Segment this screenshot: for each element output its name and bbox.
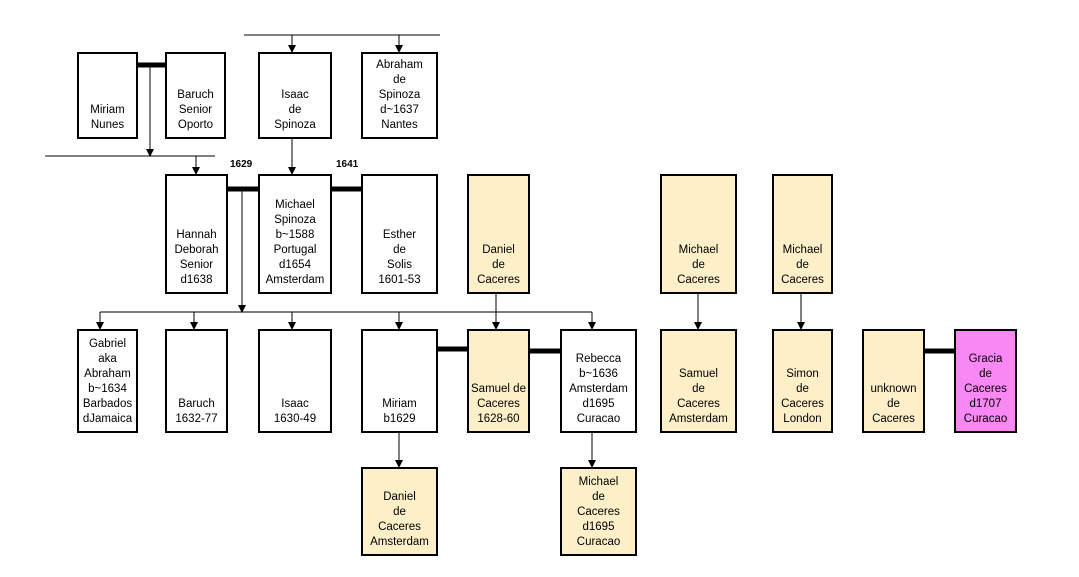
person-box-gracia-de-caceres[interactable]: Gracia de Caceres d1707 Curacao — [954, 329, 1017, 433]
person-box-rebecca[interactable]: Rebecca b~1636 Amsterdam d1695 Curacao — [560, 329, 637, 433]
person-box-isaac[interactable]: Isaac 1630-49 — [258, 329, 332, 433]
person-box-gabriel[interactable]: Gabriel aka Abraham b~1634 Barbados dJam… — [77, 329, 138, 433]
person-box-unknown-de-caceres[interactable]: unknown de Caceres — [862, 329, 925, 433]
marriage-year-hannah: 1629 — [230, 159, 253, 170]
person-box-michael-de-caceres-curacao[interactable]: Michael de Caceres d1695 Curacao — [560, 467, 637, 556]
person-box-esther-de-solis[interactable]: Esther de Solis 1601-53 — [361, 174, 438, 294]
person-box-michael-spinoza[interactable]: Michael Spinoza b~1588 Portugal d1654 Am… — [258, 174, 332, 294]
person-box-michael-de-caceres-2[interactable]: Michael de Caceres — [772, 174, 833, 294]
person-box-daniel-de-caceres[interactable]: Daniel de Caceres — [467, 174, 530, 294]
person-box-daniel-de-caceres-amsterdam[interactable]: Daniel de Caceres Amsterdam — [361, 467, 438, 556]
person-box-hannah-deborah-senior[interactable]: Hannah Deborah Senior d1638 — [165, 174, 228, 294]
marriage-year-esther: 1641 — [336, 159, 359, 170]
person-box-miriam-nunes[interactable]: Miriam Nunes — [77, 52, 138, 139]
person-box-samuel-de-caceres[interactable]: Samuel de Caceres 1628-60 — [467, 329, 530, 433]
person-box-michael-de-caceres-1[interactable]: Michael de Caceres — [660, 174, 737, 294]
person-box-miriam[interactable]: Miriam b1629 — [361, 329, 438, 433]
person-box-baruch-senior[interactable]: Baruch Senior Oporto — [165, 52, 226, 139]
person-box-simon-de-caceres-london[interactable]: Simon de Caceres London — [772, 329, 833, 433]
person-box-samuel-de-caceres-amsterdam[interactable]: Samuel de Caceres Amsterdam — [660, 329, 737, 433]
person-box-baruch[interactable]: Baruch 1632-77 — [165, 329, 228, 433]
person-box-isaac-de-spinoza[interactable]: Isaac de Spinoza — [258, 52, 332, 139]
person-box-abraham-de-spinoza[interactable]: Abraham de Spinoza d~1637 Nantes — [361, 52, 438, 139]
